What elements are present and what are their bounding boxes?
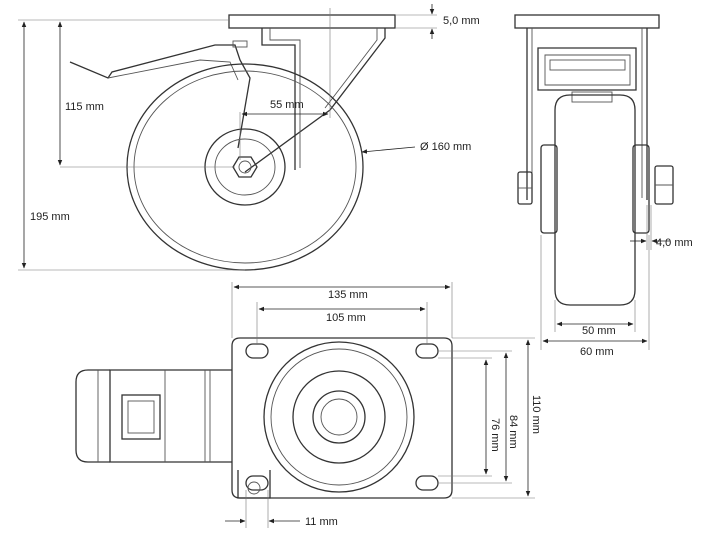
fork-back: [261, 28, 296, 170]
plate-width-label: 110 mm: [530, 395, 542, 434]
hole-spacing-length-label: 105 mm: [326, 312, 366, 324]
swivel-outer: [263, 341, 415, 493]
hole-top-left: [245, 343, 269, 359]
hole-bottom-right: [415, 475, 439, 491]
top-view: 135 mm 105 mm 110 mm 84 mm 76 mm 11 mm: [75, 282, 542, 528]
kingpin-outer: [312, 390, 366, 444]
front-hub-left: [540, 144, 558, 234]
hole-spacing-width-outer-label: 84 mm: [507, 415, 519, 449]
swivel-middle: [292, 370, 386, 464]
side-view: 195 mm 115 mm 5,0 mm 55 mm Ø 160 mm: [18, 4, 480, 271]
axle-nut: [232, 156, 258, 178]
front-top-plate: [514, 14, 660, 29]
hole-top-right: [415, 343, 439, 359]
front-view: 4,0 mm 50 mm 60 mm: [514, 14, 693, 358]
top-plate: [228, 14, 396, 29]
plate-thickness-label: 5,0 mm: [443, 15, 480, 27]
brake-housing: [537, 47, 637, 91]
top-plate-outline: [231, 337, 453, 499]
fork-front: [244, 28, 386, 173]
plate-length-label: 135 mm: [328, 289, 368, 301]
brake-tab: [237, 470, 271, 499]
wheel-diameter-label: Ø 160 mm: [420, 141, 471, 153]
offset-label: 55 mm: [270, 99, 304, 111]
brake-mechanism: [121, 394, 161, 440]
front-fork-outer: [526, 28, 648, 200]
hole-spacing-width-inner-label: 76 mm: [489, 418, 501, 452]
brake-pedal: [75, 369, 110, 463]
hole-bottom-left: [245, 475, 269, 491]
hole-size-label: 11 mm: [305, 516, 338, 528]
brake-body: [109, 369, 232, 463]
side-gap-label: 4,0 mm: [656, 237, 693, 249]
brake-lever: [69, 44, 251, 149]
front-hub-right: [632, 144, 650, 234]
total-height-label: 195 mm: [30, 211, 70, 223]
hub-width-label: 60 mm: [580, 346, 614, 358]
front-wheel: [554, 94, 636, 306]
tread-width-label: 50 mm: [582, 325, 616, 337]
axle-height-label: 115 mm: [65, 101, 104, 113]
